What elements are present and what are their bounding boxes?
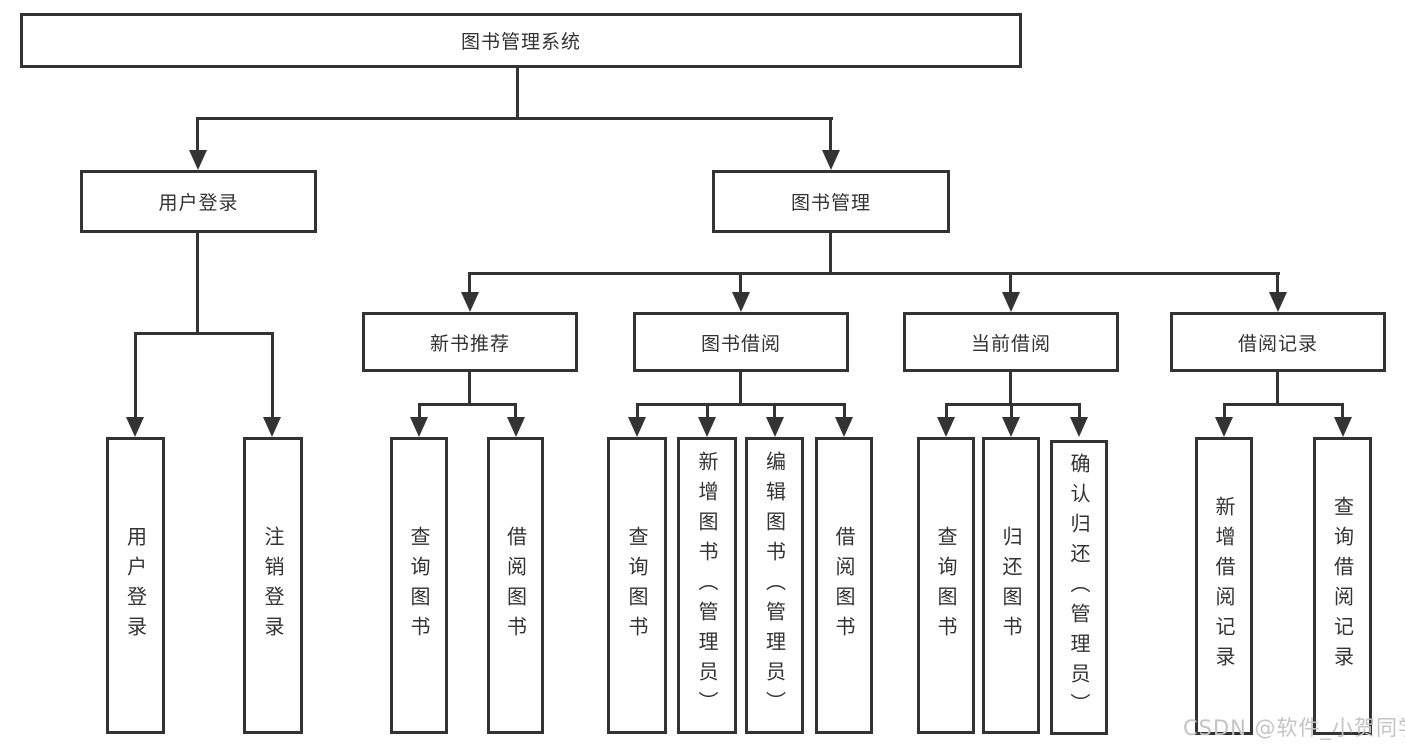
connector-drop <box>418 403 421 420</box>
connector-drop-current-borrowing <box>1009 272 1012 294</box>
arrow-down <box>698 417 716 437</box>
connector-drop <box>1223 403 1226 420</box>
node-label: 用户登录 <box>123 525 148 646</box>
node-label: 借阅图书 <box>832 525 856 646</box>
node-add-borrow-record: 新增借阅记录 <box>1195 437 1253 735</box>
node-add-books-admin: 新增图书（管理员） <box>677 437 737 734</box>
arrow-down <box>766 417 784 437</box>
connector-drop <box>1010 403 1013 420</box>
arrow-down <box>1002 417 1020 437</box>
csdn-watermark: CSDN @软件_小贺同学 <box>1183 716 1405 740</box>
connector-drop-user-login-leaf <box>134 332 137 420</box>
arrow-down <box>1215 417 1233 437</box>
arrow-down <box>732 292 750 312</box>
node-logout-leaf: 注销登录 <box>243 437 303 734</box>
connector-user-login-stem <box>196 230 199 335</box>
node-label: 借阅图书 <box>503 525 528 646</box>
connector-root-stem <box>516 68 519 119</box>
node-confirm-return-admin: 确认归还（管理员） <box>1050 440 1108 735</box>
connector-drop-book-borrowing <box>739 272 742 294</box>
node-label: 查询图书 <box>934 525 958 646</box>
node-label: 图书借阅 <box>700 332 781 355</box>
connector-drop-logout-leaf <box>271 332 274 420</box>
node-label: 新书推荐 <box>429 332 510 355</box>
node-current-borrowing: 当前借阅 <box>903 312 1119 372</box>
node-label: 新增借阅记录 <box>1212 496 1236 676</box>
node-query-books-rec: 查询图书 <box>390 437 448 734</box>
node-label: 新增图书（管理员） <box>695 450 719 721</box>
node-label: 查询图书 <box>625 525 649 646</box>
node-label: 借阅记录 <box>1237 332 1318 355</box>
connector-drop <box>636 403 639 420</box>
connector-book-borrowing-stem <box>739 370 742 406</box>
node-label: 确认归还（管理员） <box>1067 452 1091 723</box>
arrow-down <box>410 417 428 437</box>
node-label: 用户登录 <box>158 192 239 214</box>
connector-level1-rail <box>196 117 833 120</box>
arrow-down <box>937 417 955 437</box>
node-label: 查询图书 <box>407 525 431 646</box>
connector-current-borrowing-stem <box>1009 370 1012 406</box>
connector-book-borrowing-rail <box>636 403 845 406</box>
node-label: 图书管理 <box>790 192 871 214</box>
node-label: 查询借阅记录 <box>1330 496 1355 676</box>
node-edit-books-admin: 编辑图书（管理员） <box>745 437 804 734</box>
arrow-down <box>1070 417 1088 437</box>
connector-borrowing-records-rail <box>1223 403 1344 406</box>
node-borrow-books-rec: 借阅图书 <box>487 437 544 734</box>
node-label: 归还图书 <box>999 525 1023 646</box>
node-user-login: 用户登录 <box>80 170 317 233</box>
connector-drop <box>773 403 776 420</box>
arrow-down <box>126 417 144 437</box>
arrow-down <box>507 417 525 437</box>
node-borrowing-records: 借阅记录 <box>1170 312 1386 372</box>
connector-drop <box>514 403 517 420</box>
connector-drop <box>1341 403 1344 420</box>
connector-drop-borrowing-records <box>1276 272 1279 294</box>
arrow-down <box>1334 417 1352 437</box>
connector-drop-book-management <box>829 117 832 153</box>
connector-drop <box>843 403 846 420</box>
node-label: 当前借阅 <box>970 332 1051 355</box>
node-label: 注销登录 <box>261 525 285 646</box>
node-borrow-books-borrow: 借阅图书 <box>815 437 873 734</box>
node-book-management: 图书管理 <box>712 170 950 233</box>
connector-level2-rail <box>468 272 1280 275</box>
connector-current-borrowing-rail <box>945 403 1081 406</box>
connector-drop <box>706 403 709 420</box>
node-book-borrowing: 图书借阅 <box>633 312 849 372</box>
node-user-login-leaf: 用户登录 <box>106 437 165 734</box>
arrow-down <box>263 417 281 437</box>
node-label: 编辑图书（管理员） <box>762 450 787 721</box>
connector-user-login-rail <box>134 332 274 335</box>
arrow-down <box>461 292 479 312</box>
node-return-books: 归还图书 <box>982 437 1040 734</box>
node-new-book-recommendation: 新书推荐 <box>362 312 578 372</box>
connector-book-management-stem <box>829 230 832 275</box>
arrow-down <box>1002 292 1020 312</box>
connector-drop <box>945 403 948 420</box>
connector-drop-user-login <box>196 117 199 153</box>
connector-new-book-rail <box>418 403 517 406</box>
connector-drop <box>1078 403 1081 420</box>
arrow-down <box>628 417 646 437</box>
node-library-management-system: 图书管理系统 <box>20 13 1022 68</box>
arrow-down <box>189 150 207 170</box>
node-query-books-current: 查询图书 <box>917 437 975 734</box>
node-query-books-borrow: 查询图书 <box>607 437 667 734</box>
connector-new-book-stem <box>468 370 471 406</box>
arrow-down <box>822 150 840 170</box>
connector-drop-new-book-recommendation <box>468 272 471 294</box>
arrow-down <box>1269 292 1287 312</box>
connector-borrowing-records-stem <box>1276 370 1279 406</box>
node-query-borrow-record: 查询借阅记录 <box>1313 437 1372 735</box>
arrow-down <box>835 417 853 437</box>
node-label: 图书管理系统 <box>460 31 581 53</box>
